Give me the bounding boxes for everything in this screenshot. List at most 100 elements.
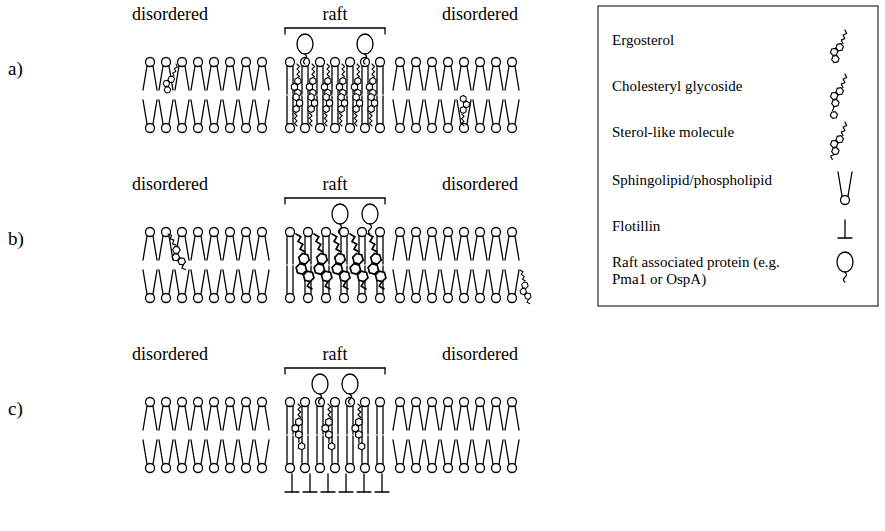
stroke — [185, 236, 189, 260]
lipid-head — [286, 58, 295, 67]
lipid-head — [258, 124, 267, 133]
sterol-ring — [353, 94, 359, 101]
stroke — [419, 236, 423, 260]
stroke — [473, 270, 477, 294]
lipid-head — [194, 124, 203, 133]
stroke — [375, 491, 389, 492]
lipid-head — [444, 58, 453, 67]
sterol-tail — [332, 233, 341, 253]
lipid-head — [146, 464, 155, 473]
sterol — [351, 64, 361, 96]
stroke — [489, 236, 493, 260]
lipid-head — [358, 294, 367, 303]
lipid-head — [316, 124, 325, 133]
lipid-head — [331, 58, 340, 67]
lipid-head — [508, 228, 517, 237]
sterol-ring — [831, 54, 840, 63]
panel-letter: c) — [8, 398, 23, 420]
lipid-head — [492, 124, 501, 133]
lipid-head — [476, 294, 485, 303]
lipid-head — [346, 58, 355, 67]
sterol-ring — [357, 270, 369, 283]
stroke — [249, 406, 253, 430]
stroke — [233, 406, 237, 430]
stroke — [185, 440, 189, 464]
region-label: raft — [323, 4, 348, 25]
stroke — [143, 236, 147, 260]
sterol — [306, 64, 316, 96]
stroke — [159, 270, 163, 294]
lipid-head — [358, 228, 367, 237]
stroke — [239, 406, 243, 430]
stroke — [159, 100, 163, 124]
stroke — [239, 440, 243, 464]
stroke — [255, 100, 259, 124]
stroke — [451, 100, 455, 124]
stroke — [435, 440, 439, 464]
lipid-head — [286, 228, 295, 237]
lipid-head — [376, 398, 385, 407]
stroke — [367, 406, 368, 434]
stroke — [505, 270, 509, 294]
lipid-head — [396, 398, 405, 407]
stroke — [467, 270, 471, 294]
lipid-head — [444, 228, 453, 237]
lipid-head — [178, 58, 187, 67]
lipid-head — [476, 464, 485, 473]
stroke — [346, 406, 347, 434]
lipid-head — [508, 58, 517, 67]
stroke — [393, 406, 397, 430]
stroke — [451, 406, 455, 430]
stroke — [489, 270, 493, 294]
lipid-head — [361, 464, 370, 473]
lipid-head — [286, 124, 295, 133]
stroke — [185, 66, 189, 90]
sterol-ring — [368, 94, 374, 101]
region-label: disordered — [132, 174, 208, 195]
protein-anchor — [369, 224, 372, 234]
stroke — [346, 66, 347, 94]
stroke — [364, 236, 365, 264]
sterol-ring — [296, 431, 302, 439]
stroke — [255, 440, 259, 464]
protein-anchor — [844, 272, 847, 282]
region-label: disordered — [442, 174, 518, 195]
lipid-head — [460, 124, 469, 133]
stroke — [838, 172, 842, 196]
stroke — [265, 100, 269, 124]
stroke — [284, 198, 285, 204]
stroke — [239, 236, 243, 260]
stroke — [382, 236, 383, 264]
stroke — [419, 100, 423, 124]
lipid-head — [508, 124, 517, 133]
stroke — [358, 438, 359, 443]
stroke — [441, 270, 445, 294]
lipid-head — [492, 228, 501, 237]
stroke — [265, 236, 269, 260]
sterol — [308, 94, 318, 126]
stroke — [284, 28, 285, 34]
stroke — [185, 100, 189, 124]
lipid-head — [178, 398, 187, 407]
stroke — [286, 266, 287, 294]
sterol-ring — [326, 431, 332, 439]
stroke — [467, 406, 471, 430]
lipid-head — [376, 124, 385, 133]
lipid-head — [286, 398, 295, 407]
stroke — [201, 270, 205, 294]
lipid-head — [361, 124, 370, 133]
lipid-head — [376, 464, 385, 473]
sterol — [366, 64, 376, 96]
stroke — [153, 100, 157, 124]
stroke — [515, 406, 519, 430]
lipid-head — [226, 228, 235, 237]
region-label: raft — [323, 344, 348, 365]
raft-protein — [297, 34, 313, 54]
sterol-tail — [296, 233, 305, 253]
stroke — [175, 66, 179, 90]
stroke — [483, 66, 487, 90]
lipid-head — [331, 124, 340, 133]
stroke — [489, 406, 493, 430]
sterol-tail — [328, 404, 331, 418]
sterol — [515, 269, 533, 305]
